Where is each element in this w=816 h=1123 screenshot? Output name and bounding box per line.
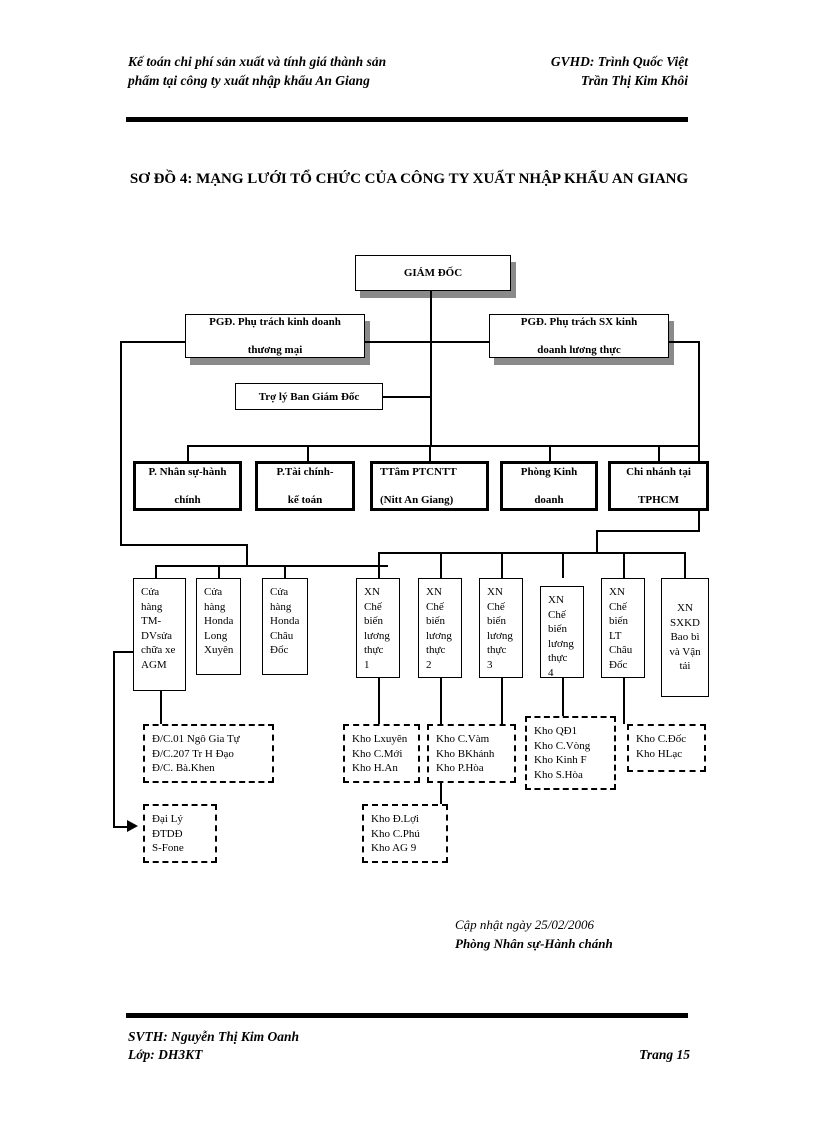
line-assistant <box>382 396 432 398</box>
line-left-outer-vertical <box>120 341 122 545</box>
line-left-outer-horizontal <box>120 544 248 546</box>
node-deputy-left[interactable]: PGĐ. Phụ trách kinh doanh thương mại <box>185 314 365 358</box>
line-right-outer-vertical <box>698 341 700 531</box>
header-left-text: Kế toán chi phí sản xuất và tính giá thà… <box>128 52 458 90</box>
note-line-1: Cập nhật ngày 25/02/2006 <box>455 917 595 932</box>
line-agm-branch-h2 <box>113 826 129 828</box>
header-rule <box>126 117 688 122</box>
line-xn3-to-kho <box>501 678 504 724</box>
line-dept-drop-1 <box>187 445 189 461</box>
arrow-to-sfone-icon <box>127 820 138 832</box>
diagram-title: SƠ ĐỒ 4: MẠNG LƯỚI TỔ CHỨC CỦA CÔNG TY X… <box>129 171 689 187</box>
line-director-vertical <box>430 289 432 446</box>
header-right-line1: GVHD: Trình Quốc Việt <box>550 54 688 69</box>
node-department-2[interactable]: TTâm PTCNTT (Nitt An Giang) <box>370 461 489 511</box>
line-dept-drop-3 <box>429 445 431 461</box>
node-warehouse-2[interactable]: Kho C.Vàm Kho BKhánh Kho P.Hòa <box>427 724 516 783</box>
line-factory-drop-5 <box>623 552 625 578</box>
line-factory-drop-6 <box>684 552 686 578</box>
line-agm-branch-v <box>113 651 115 827</box>
node-warehouse-3[interactable]: Kho QĐ1 Kho C.Vòng Kho Kinh F Kho S.Hòa <box>525 716 616 790</box>
node-shop-2[interactable]: Cửa hàng Honda Châu Đốc <box>262 578 308 675</box>
line-shop-drop-2 <box>218 565 220 579</box>
node-factory-0[interactable]: XN Chế biến lương thực 1 <box>356 578 400 678</box>
line-department-bus <box>187 445 700 447</box>
footer-author-block: SVTH: Nguyễn Thị Kim Oanh Lớp: DH3KT <box>128 1028 299 1064</box>
node-shop-0[interactable]: Cửa hàng TM- DVsửa chữa xe AGM <box>133 578 186 691</box>
line-shop-drop-3 <box>284 565 286 579</box>
node-warehouse-1[interactable]: Kho Lxuyên Kho C.Mới Kho H.An <box>343 724 420 783</box>
node-factory-5[interactable]: XN SXKD Bao bì và Vận tải <box>661 578 709 697</box>
node-warehouse-0[interactable]: Đ/C.01 Ngô Gia Tự Đ/C.207 Tr H Đạo Đ/C. … <box>143 724 274 783</box>
footer-class: Lớp: DH3KT <box>128 1047 203 1062</box>
node-warehouse-4[interactable]: Kho C.Đốc Kho HLạc <box>627 724 706 772</box>
line-agm-to-address <box>160 690 162 724</box>
node-department-4[interactable]: Chi nhánh tại TPHCM <box>608 461 709 511</box>
line-dept-drop-4 <box>549 445 551 461</box>
line-shop-drop-1 <box>155 565 157 579</box>
note-line-2: Phòng Nhân sự-Hành chánh <box>455 936 613 951</box>
node-deputy-right[interactable]: PGĐ. Phụ trách SX kinh doanh lương thực <box>489 314 669 358</box>
header-right-line2: Trần Thị Kim Khôi <box>580 73 688 88</box>
node-department-0[interactable]: P. Nhân sự-hành chính <box>133 461 242 511</box>
line-xn5-to-kho <box>623 678 626 724</box>
header-left-line1: Kế toán chi phí sản xuất và tính giá thà… <box>128 54 387 69</box>
footer-author: SVTH: Nguyễn Thị Kim Oanh <box>128 1029 300 1044</box>
footer-rule <box>126 1013 688 1018</box>
page-footer: SVTH: Nguyễn Thị Kim Oanh Lớp: DH3KT Tra… <box>128 1028 690 1078</box>
node-factory-2[interactable]: XN Chế biến lương thực 3 <box>479 578 523 678</box>
node-factory-1[interactable]: XN Chế biến lương thực 2 <box>418 578 462 678</box>
node-director[interactable]: GIÁM ĐỐC <box>355 255 511 291</box>
node-department-3[interactable]: Phòng Kinh doanh <box>500 461 598 511</box>
line-factory-drop-3 <box>501 552 503 578</box>
line-left-outer-drop <box>246 544 248 566</box>
line-xn4-to-kho <box>562 678 564 716</box>
header-left-line2: phẩm tại công ty xuất nhập khẩu An Giang <box>128 73 370 88</box>
line-factory-drop-1 <box>378 552 380 578</box>
footer-page-number: Trang 15 <box>639 1047 690 1062</box>
node-shop-1[interactable]: Cửa hàng Honda Long Xuyên <box>196 578 241 675</box>
line-factory-bus <box>378 552 686 554</box>
line-dept-drop-2 <box>307 445 309 461</box>
diagram-note: Cập nhật ngày 25/02/2006 Phòng Nhân sự-H… <box>455 915 613 953</box>
node-department-1[interactable]: P.Tài chính- kế toán <box>255 461 355 511</box>
header-right-text: GVHD: Trình Quốc Việt Trần Thị Kim Khôi <box>468 52 688 90</box>
line-dept-drop-5 <box>658 445 660 461</box>
node-factory-4[interactable]: XN Chế biến LT Châu Đốc <box>601 578 645 678</box>
node-warehouse-6[interactable]: Kho Đ.Lợi Kho C.Phú Kho AG 9 <box>362 804 448 863</box>
line-factory-drop-4 <box>562 552 564 578</box>
node-factory-3[interactable]: XN Chế biến lương thực 4 <box>540 586 584 679</box>
line-right-outer-horizontal <box>596 530 700 532</box>
line-right-outer-drop <box>596 530 598 552</box>
line-xn1-to-kho <box>378 678 380 724</box>
line-shop-bus <box>155 565 388 567</box>
node-warehouse-5[interactable]: Đại Lý ĐTDĐ S-Fone <box>143 804 217 863</box>
node-assistant[interactable]: Trợ lý Ban Giám Đốc <box>235 383 383 410</box>
line-factory-drop-2 <box>440 552 442 578</box>
line-agm-branch-h1 <box>113 651 139 653</box>
